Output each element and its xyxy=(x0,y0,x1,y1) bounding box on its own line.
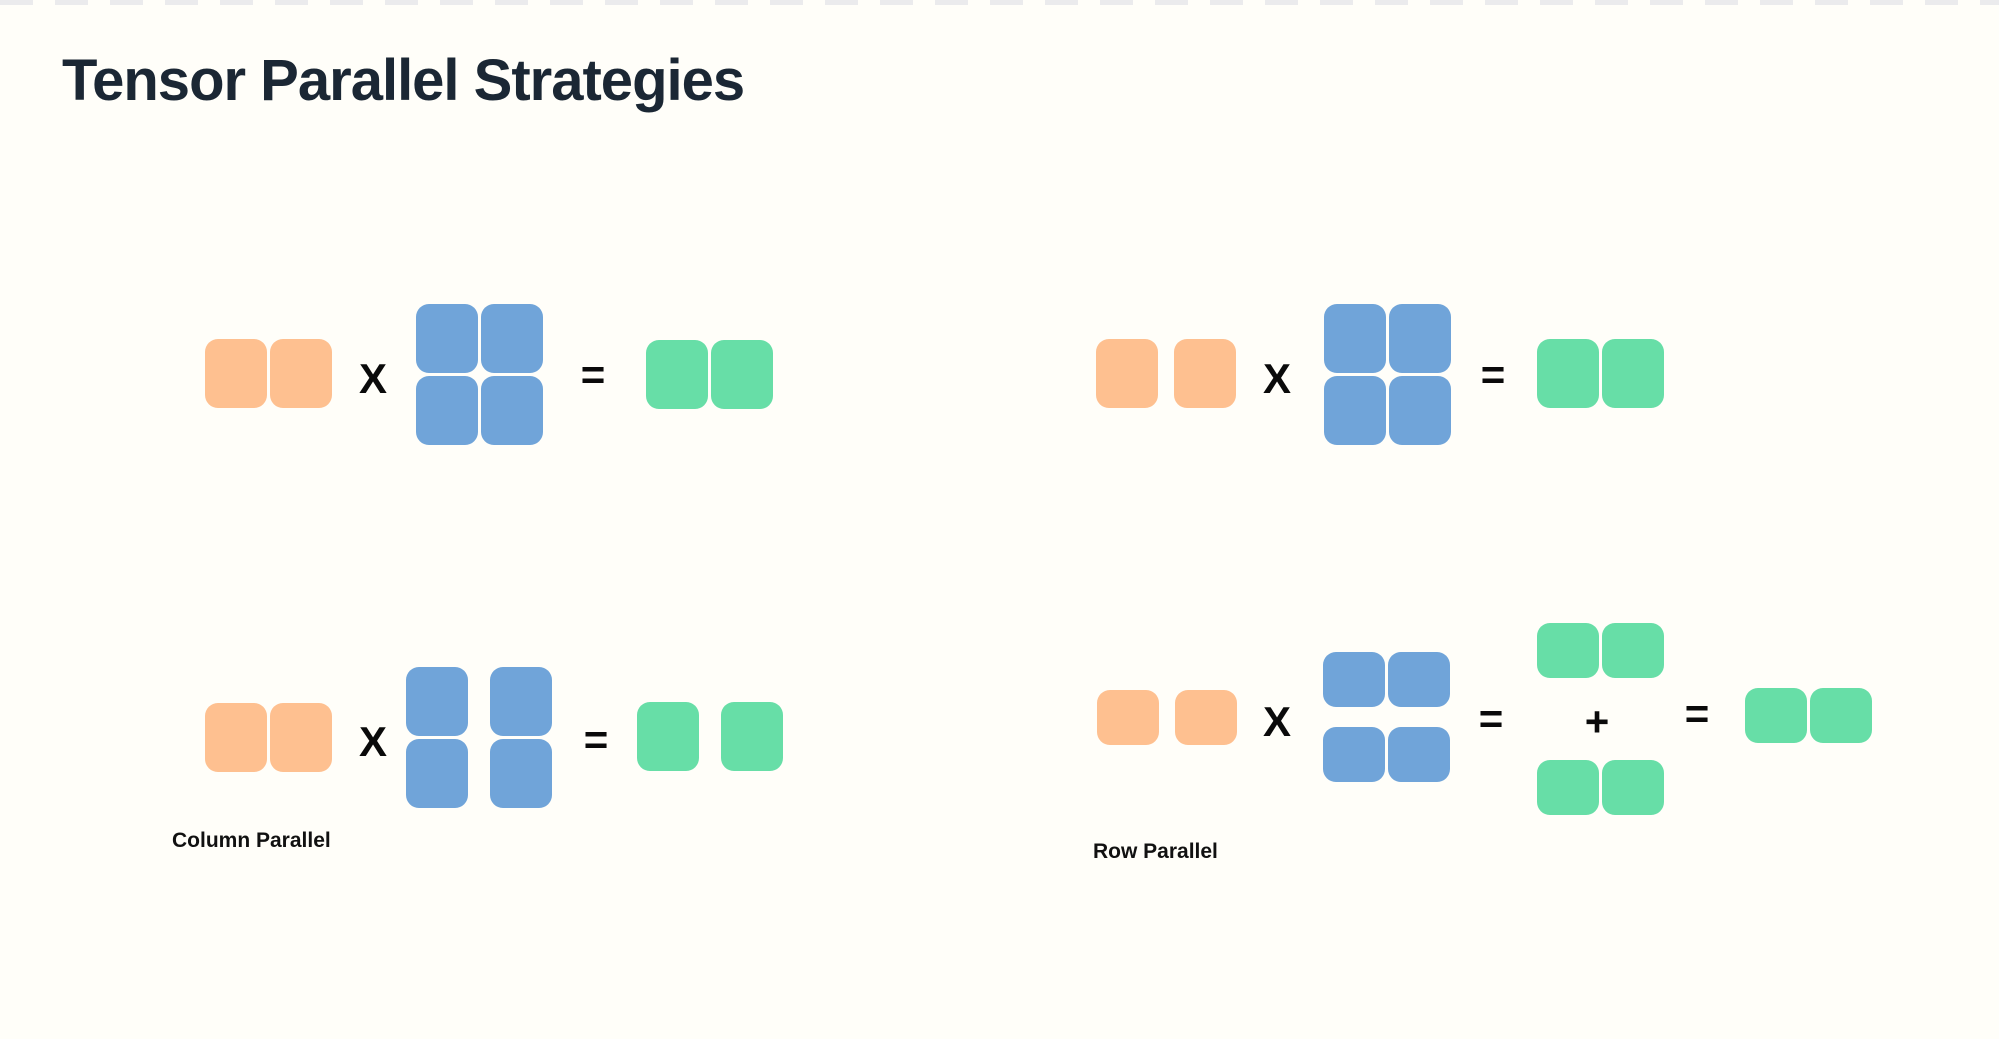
input-vector xyxy=(205,339,332,408)
weight-matrix-row-split xyxy=(1323,652,1450,782)
input-block[interactable] xyxy=(205,703,267,772)
multiply-operator: X xyxy=(1262,698,1292,745)
weight-row xyxy=(1323,727,1450,782)
weight-matrix xyxy=(416,304,543,445)
multiply-operator: X xyxy=(358,355,388,402)
page-title: Tensor Parallel Strategies xyxy=(62,48,745,113)
output-vector xyxy=(1537,339,1664,408)
output-block[interactable] xyxy=(1745,688,1807,743)
output-block[interactable] xyxy=(646,340,708,409)
input-block[interactable] xyxy=(1175,690,1237,745)
weight-matrix-column-split xyxy=(406,667,552,808)
output-block[interactable] xyxy=(1602,339,1664,408)
output-block[interactable] xyxy=(711,340,773,409)
equals-operator: = xyxy=(1480,351,1506,398)
weight-block[interactable] xyxy=(1388,652,1450,707)
weight-block[interactable] xyxy=(416,304,478,373)
output-block[interactable] xyxy=(1537,339,1599,408)
partial-output-vector-top xyxy=(1537,623,1664,678)
partial-output-vector-bottom xyxy=(1537,760,1664,815)
equals-operator: = xyxy=(1684,690,1710,737)
input-block[interactable] xyxy=(1097,690,1159,745)
column-parallel-label: Column Parallel xyxy=(172,829,331,852)
weight-block[interactable] xyxy=(490,739,552,808)
output-block[interactable] xyxy=(637,702,699,771)
weight-block[interactable] xyxy=(1389,376,1451,445)
weight-column xyxy=(406,667,468,808)
equals-operator: = xyxy=(580,351,606,398)
input-block[interactable] xyxy=(1174,339,1236,408)
multiply-operator: X xyxy=(1262,355,1292,402)
weight-row xyxy=(1323,652,1450,707)
partial-output-block[interactable] xyxy=(1602,623,1664,678)
weight-block[interactable] xyxy=(1324,376,1386,445)
equals-operator: = xyxy=(583,716,609,763)
weight-block[interactable] xyxy=(416,376,478,445)
weight-block[interactable] xyxy=(1323,727,1385,782)
weight-block[interactable] xyxy=(481,376,543,445)
input-block[interactable] xyxy=(1096,339,1158,408)
equals-operator: = xyxy=(1478,695,1504,742)
weight-column xyxy=(490,667,552,808)
multiply-operator: X xyxy=(358,718,388,765)
input-block[interactable] xyxy=(270,703,332,772)
top-edge-block-strip xyxy=(0,0,1999,5)
partial-output-block[interactable] xyxy=(1602,760,1664,815)
input-vector xyxy=(1096,339,1236,408)
weight-block[interactable] xyxy=(1389,304,1451,373)
weight-matrix xyxy=(1324,304,1451,445)
weight-block[interactable] xyxy=(406,667,468,736)
output-vector-split xyxy=(637,702,783,771)
row-parallel-label: Row Parallel xyxy=(1093,840,1218,863)
output-block[interactable] xyxy=(721,702,783,771)
input-vector xyxy=(205,703,332,772)
plus-operator: + xyxy=(1584,698,1610,745)
input-vector xyxy=(1097,690,1237,745)
weight-block[interactable] xyxy=(1323,652,1385,707)
input-block[interactable] xyxy=(270,339,332,408)
weight-block[interactable] xyxy=(1324,304,1386,373)
output-vector xyxy=(1745,688,1872,743)
partial-output-block[interactable] xyxy=(1537,760,1599,815)
weight-block[interactable] xyxy=(1388,727,1450,782)
partial-output-block[interactable] xyxy=(1537,623,1599,678)
weight-block[interactable] xyxy=(481,304,543,373)
weight-block[interactable] xyxy=(406,739,468,808)
weight-block[interactable] xyxy=(490,667,552,736)
input-block[interactable] xyxy=(205,339,267,408)
output-vector xyxy=(646,340,773,409)
output-block[interactable] xyxy=(1810,688,1872,743)
